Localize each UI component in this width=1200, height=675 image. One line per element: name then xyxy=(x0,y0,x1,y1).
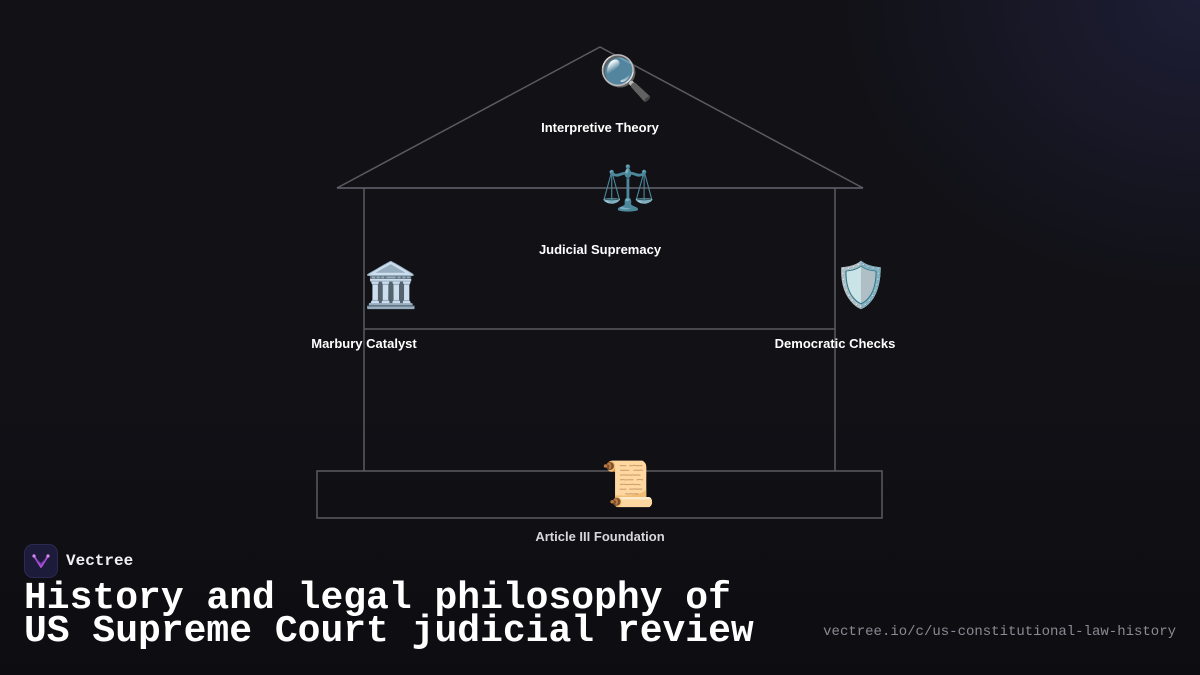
brand: Vectree xyxy=(24,544,133,578)
vectree-logo-mark xyxy=(32,554,50,568)
source-url: vectree.io/c/us-constitutional-law-histo… xyxy=(823,624,1176,640)
foundation-base xyxy=(316,470,883,519)
node-label: Article III Foundation xyxy=(535,529,665,544)
magnifying-glass-icon: 🔍 xyxy=(598,53,654,104)
node-label: Marbury Catalyst xyxy=(311,336,417,351)
shield-icon: 🛡️ xyxy=(833,260,889,311)
node-label: Interpretive Theory xyxy=(541,120,659,135)
node-label: Judicial Supremacy xyxy=(538,242,662,257)
scales-icon: ⚖️ xyxy=(600,163,656,214)
node-label: Democratic Checks xyxy=(774,336,896,351)
page-title: History and legal philosophy of US Supre… xyxy=(24,577,754,653)
scroll-icon: 📜 xyxy=(600,459,656,510)
vectree-logo-icon xyxy=(24,544,58,578)
classical-building-icon: 🏛️ xyxy=(363,260,419,311)
brand-name: Vectree xyxy=(66,552,134,570)
